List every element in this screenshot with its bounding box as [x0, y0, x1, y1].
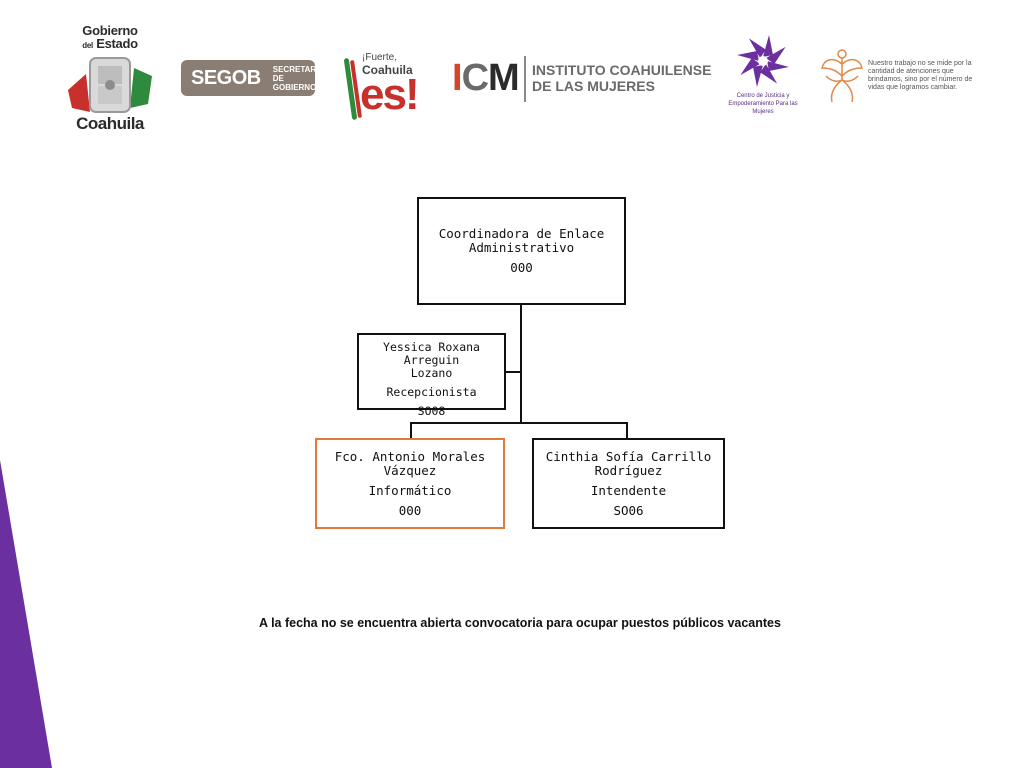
connector-assistant-horizontal — [506, 371, 521, 373]
icm-name-line2: DE LAS MUJERES — [532, 78, 655, 94]
node-name-line1: Cinthia Sofía Carrillo — [545, 449, 712, 464]
icm-logo: ICM INSTITUTO COAHUILENSE DE LAS MUJERES — [452, 52, 712, 106]
icm-acronym: ICM — [452, 57, 520, 99]
fuerte-coahuila-logo: ¡Fuerte, Coahuila es! — [343, 48, 424, 124]
node-code: SO06 — [613, 503, 644, 518]
vacancy-notice: A la fecha no se encuentra abierta convo… — [259, 616, 781, 630]
connector-left-drop — [410, 422, 412, 439]
segob-sub-line2: DE GOBIERNO — [272, 73, 317, 92]
segob-sub-line1: SECRETARÍA — [272, 64, 325, 74]
icm-letter-m: M — [488, 57, 520, 99]
node-name-line2: Lozano — [410, 366, 453, 380]
org-node-coordinadora: Coordinadora de Enlace Administrativo 00… — [417, 197, 626, 305]
coat-of-arms-icon — [68, 57, 152, 113]
node-name-line1: Fco. Antonio Morales — [334, 449, 486, 464]
nuestro-trabajo-text: Nuestro trabajo no se mide por la cantid… — [868, 60, 973, 91]
icm-divider — [524, 56, 526, 102]
purple-corner-decoration — [0, 460, 52, 768]
org-node-recepcionista: Yessica Roxana Arreguin Lozano Recepcion… — [357, 333, 506, 418]
connector-right-drop — [626, 422, 628, 439]
logo-text-gobierno: Gobierno — [82, 23, 138, 38]
node-name-line1: Yessica Roxana Arreguin — [383, 340, 480, 367]
icm-letter-c: C — [461, 57, 489, 99]
fuerte-es-text: es! — [360, 70, 420, 119]
icm-name-line1: INSTITUTO COAHUILENSE — [532, 62, 712, 78]
connector-top-vertical — [520, 305, 522, 423]
fuerte-text: ¡Fuerte, — [362, 52, 398, 63]
org-node-intendente: Cinthia Sofía Carrillo Rodríguez Intende… — [532, 438, 725, 529]
node-role: Recepcionista — [386, 385, 477, 399]
centro-justicia-caption: Centro de Justicia y Empoderamiento Para… — [728, 93, 798, 115]
flower-icon — [737, 35, 789, 87]
fuerte-coahuila-text: Coahuila — [362, 63, 413, 77]
node-name-line2: Vázquez — [383, 463, 437, 478]
node-role: Intendente — [590, 483, 667, 498]
segob-text: SEGOB — [191, 66, 261, 89]
logo-text-estado: Estado — [96, 36, 138, 51]
node-title-line1: Coordinadora de Enlace — [438, 226, 605, 241]
icm-letter-i: I — [452, 57, 463, 99]
node-name-line2: Rodríguez — [594, 463, 663, 478]
node-code: 000 — [398, 503, 422, 518]
lotus-figure-icon — [821, 49, 863, 103]
logo-text-coahuila: Coahuila — [76, 114, 144, 133]
connector-children-horizontal — [410, 422, 628, 424]
nuestro-trabajo-logo: Nuestro trabajo no se mide por la cantid… — [818, 46, 972, 106]
logo-text-del: del — [82, 41, 93, 50]
centro-justicia-logo: Centro de Justicia y Empoderamiento Para… — [728, 32, 798, 118]
org-node-informatico: Fco. Antonio Morales Vázquez Informático… — [315, 438, 505, 529]
node-role: Informático — [368, 483, 452, 498]
gobierno-coahuila-logo: Gobierno del Estado Coahuila — [64, 24, 156, 136]
node-code: SO08 — [417, 404, 446, 418]
node-code: 000 — [510, 260, 533, 275]
segob-logo: SEGOB SECRETARÍA DE GOBIERNO — [181, 60, 324, 96]
node-title-line2: Administrativo — [468, 240, 575, 255]
